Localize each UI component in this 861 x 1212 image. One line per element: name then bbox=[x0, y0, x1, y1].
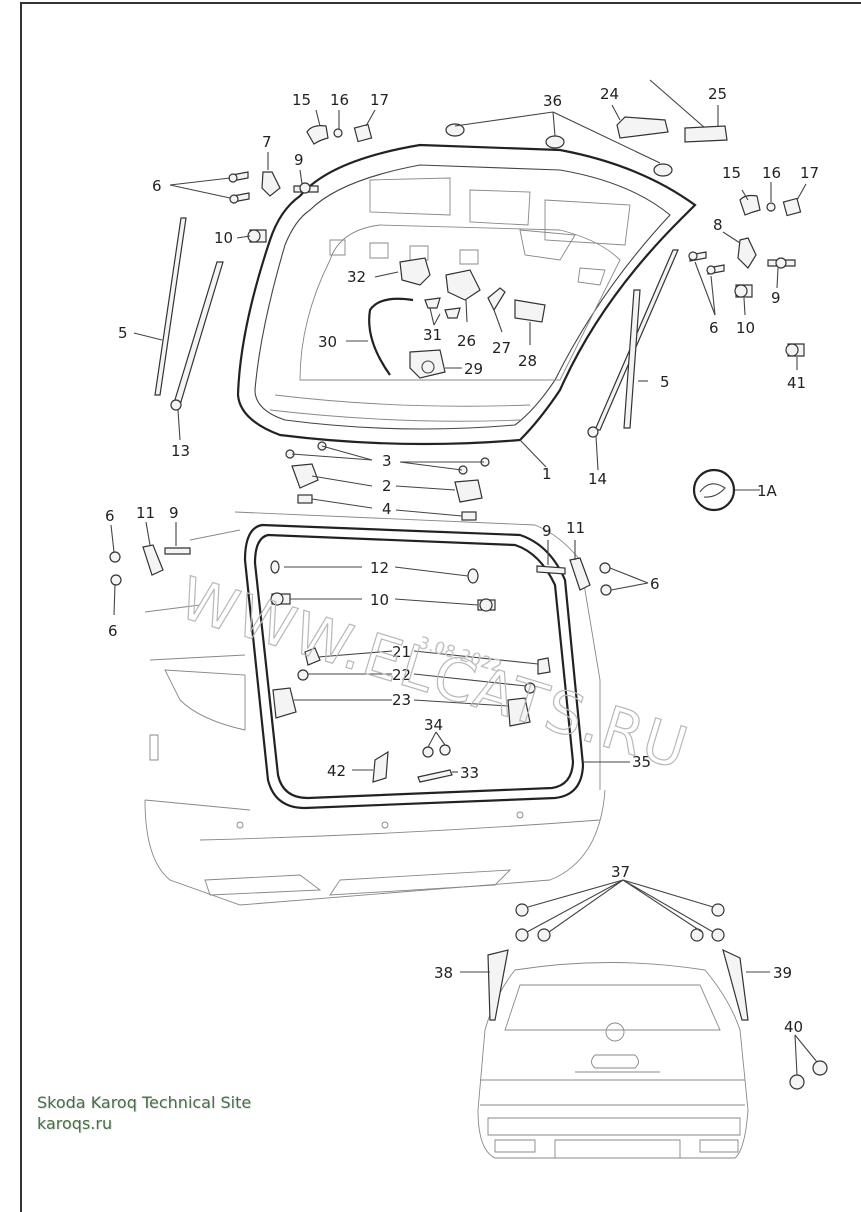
label-24: 24 bbox=[600, 85, 619, 103]
label-6: 6 bbox=[105, 507, 115, 525]
site-url[interactable]: karoqs.ru bbox=[37, 1114, 113, 1133]
label-4: 4 bbox=[382, 500, 392, 518]
label-9: 9 bbox=[294, 151, 304, 169]
label-6: 6 bbox=[709, 319, 719, 337]
label-21: 21 bbox=[392, 643, 411, 661]
label-10: 10 bbox=[214, 229, 233, 247]
label-26: 26 bbox=[457, 332, 476, 350]
label-2: 2 bbox=[382, 477, 392, 495]
label-22: 22 bbox=[392, 666, 411, 684]
label-1: 1 bbox=[542, 465, 552, 483]
label-7: 7 bbox=[262, 133, 272, 151]
label-9: 9 bbox=[542, 522, 552, 540]
label-6: 6 bbox=[108, 622, 118, 640]
label-10: 10 bbox=[736, 319, 755, 337]
label-25: 25 bbox=[708, 85, 727, 103]
label-28: 28 bbox=[518, 352, 537, 370]
label-16: 16 bbox=[330, 91, 349, 109]
rear-car-view bbox=[477, 903, 828, 1159]
label-23: 23 bbox=[392, 691, 411, 709]
label-11: 11 bbox=[566, 519, 585, 537]
label-8: 8 bbox=[713, 216, 723, 234]
label-39: 39 bbox=[773, 964, 792, 982]
label-17: 17 bbox=[800, 164, 819, 182]
label-36: 36 bbox=[543, 92, 562, 110]
label-14: 14 bbox=[588, 470, 607, 488]
label-12: 12 bbox=[370, 559, 389, 577]
leader-lines bbox=[110, 104, 818, 1076]
label-27: 27 bbox=[492, 339, 511, 357]
label-31: 31 bbox=[423, 326, 442, 344]
label-6: 6 bbox=[152, 177, 162, 195]
label-35: 35 bbox=[632, 753, 651, 771]
label-33: 33 bbox=[460, 764, 479, 782]
label-13: 13 bbox=[171, 442, 190, 460]
label-17: 17 bbox=[370, 91, 389, 109]
watermark-text: WWW.ELCATS.RU bbox=[172, 564, 697, 783]
label-38: 38 bbox=[434, 964, 453, 982]
car-body bbox=[109, 511, 612, 906]
label-6: 6 bbox=[650, 575, 660, 593]
label-29: 29 bbox=[464, 360, 483, 378]
diagram-frame bbox=[20, 2, 861, 1212]
site-name: Skoda Karoq Technical Site bbox=[37, 1093, 252, 1112]
label-11: 11 bbox=[136, 504, 155, 522]
label-15: 15 bbox=[722, 164, 741, 182]
label-1A: 1A bbox=[757, 482, 778, 500]
label-15: 15 bbox=[292, 91, 311, 109]
label-30: 30 bbox=[318, 333, 337, 351]
label-40: 40 bbox=[784, 1018, 803, 1036]
label-5: 5 bbox=[660, 373, 670, 391]
label-3: 3 bbox=[382, 452, 392, 470]
label-10: 10 bbox=[370, 591, 389, 609]
label-9: 9 bbox=[169, 504, 179, 522]
watermark: WWW.ELCATS.RU 3.08.2022 bbox=[171, 563, 697, 784]
label-5: 5 bbox=[118, 324, 128, 342]
tailgate-small-parts bbox=[154, 79, 805, 521]
label-16: 16 bbox=[762, 164, 781, 182]
tailgate-panel bbox=[236, 143, 697, 446]
part-labels: 15 16 17 7 9 6 10 36 24 25 15 16 17 8 6 … bbox=[105, 85, 819, 1036]
site-footer: Skoda Karoq Technical Site karoqs.ru bbox=[37, 1092, 251, 1134]
label-41: 41 bbox=[787, 374, 806, 392]
label-37: 37 bbox=[611, 863, 630, 881]
label-9: 9 bbox=[771, 289, 781, 307]
label-32: 32 bbox=[347, 268, 366, 286]
label-42: 42 bbox=[327, 762, 346, 780]
label-34: 34 bbox=[424, 716, 443, 734]
